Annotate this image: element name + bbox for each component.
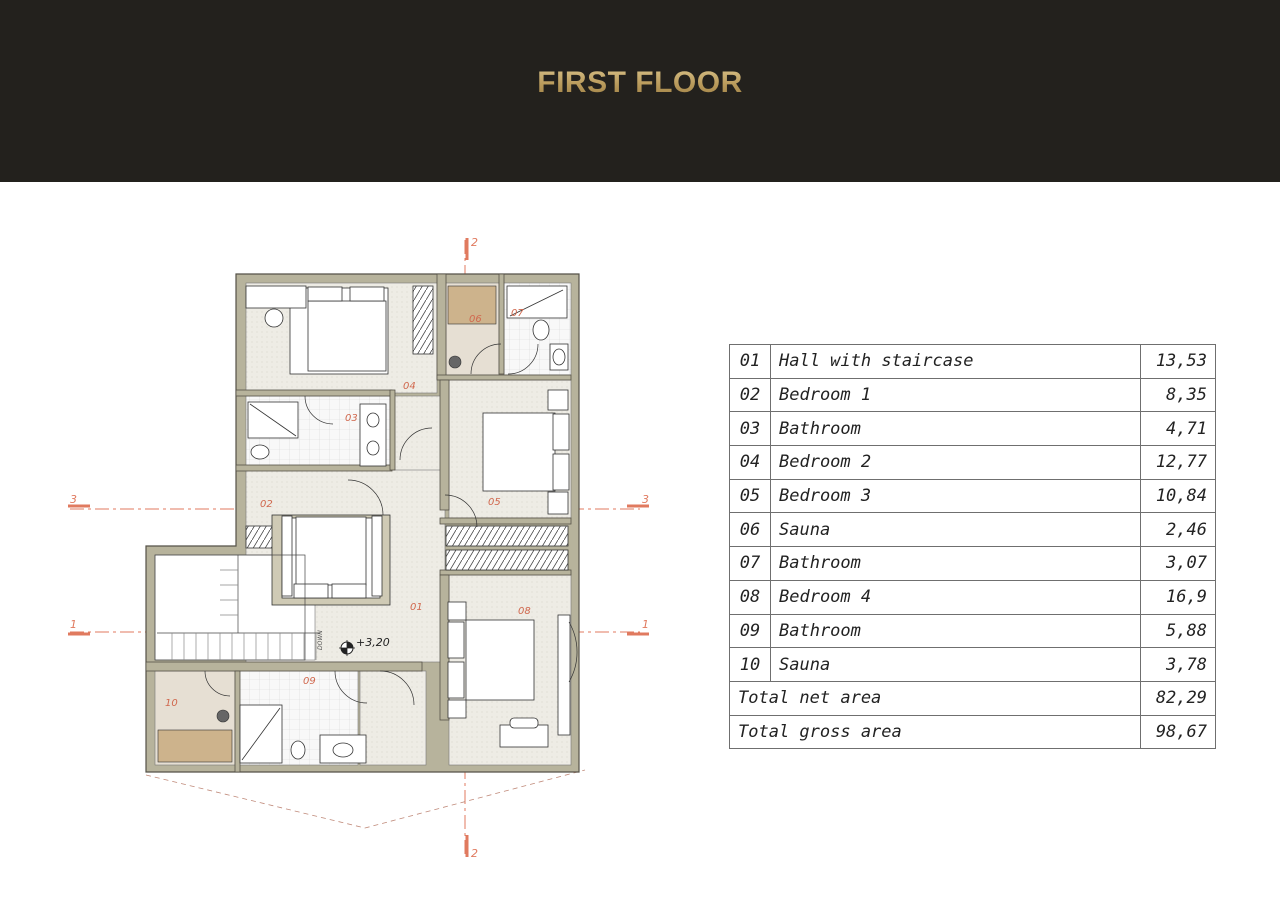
room-area: 4,71	[1140, 411, 1216, 447]
room-floors	[154, 282, 572, 766]
room-name: Sauna	[770, 647, 1141, 682]
room-area: 8,35	[1140, 377, 1216, 413]
room-number: 06	[729, 512, 771, 548]
interior-walls	[145, 273, 572, 773]
room-area: 16,9	[1140, 579, 1216, 615]
axis-label-1-right: 1	[642, 618, 649, 631]
room-number-08: 08	[518, 606, 531, 617]
room-area: 10,84	[1140, 478, 1216, 514]
sauna-room-06	[447, 285, 497, 369]
page-title: FIRST FLOOR	[537, 66, 743, 99]
door-swing-room-08	[568, 621, 578, 683]
roof-overhang-line	[145, 769, 586, 829]
room-area: 12,77	[1140, 445, 1216, 480]
room-area: 3,07	[1140, 546, 1216, 581]
room-number-01: 01	[410, 602, 423, 613]
total-label: Total gross area	[729, 714, 1141, 750]
room-number-07: 07	[511, 308, 524, 319]
room-number: 05	[729, 478, 771, 514]
sauna-room-10	[157, 709, 233, 763]
axis-label-2-bottom: 2	[471, 847, 478, 860]
level-mark-text: +3,20	[356, 636, 390, 649]
axis-label-3-left: 3	[70, 493, 77, 506]
bed-room-02	[271, 514, 391, 606]
bathroom-room-07-fixtures	[506, 285, 569, 371]
room-name: Bedroom 4	[770, 579, 1141, 615]
room-area: 13,53	[1140, 344, 1216, 379]
room-area: 2,46	[1140, 512, 1216, 548]
room-number-03: 03	[345, 413, 358, 424]
room-number-05: 05	[488, 497, 501, 508]
room-area: 5,88	[1140, 613, 1216, 649]
room-name: Sauna	[770, 512, 1141, 548]
room-number: 03	[729, 411, 771, 447]
floor-plan: 3 3 1 1 2 2	[60, 230, 660, 870]
room-name: Bedroom 2	[770, 445, 1141, 480]
total-value: 98,67	[1140, 714, 1216, 750]
room-number-09: 09	[303, 676, 316, 687]
bed-room-08	[447, 601, 571, 748]
staircase	[154, 554, 320, 661]
axis-label-3-right: 3	[642, 493, 649, 506]
room-number-10: 10	[165, 698, 178, 709]
level-marker-icon	[339, 640, 355, 656]
header-banner: FIRST FLOOR	[0, 0, 1280, 182]
bathroom-room-09-fixtures	[239, 704, 367, 764]
room-number: 07	[729, 546, 771, 581]
room-name: Bedroom 3	[770, 478, 1141, 514]
wardrobe-room-02	[245, 525, 277, 549]
room-number: 02	[729, 377, 771, 413]
stair-direction-label: DOWN	[317, 630, 324, 650]
total-label: Total net area	[729, 680, 1141, 716]
room-number-02: 02	[260, 499, 273, 510]
bed-room-04	[245, 285, 389, 375]
room-name: Hall with staircase	[770, 344, 1141, 379]
room-number: 01	[729, 344, 771, 379]
room-number: 10	[729, 647, 771, 682]
axis-markers	[68, 238, 649, 857]
room-name: Bedroom 1	[770, 377, 1141, 413]
bed-room-05	[482, 389, 570, 515]
room-number: 08	[729, 579, 771, 615]
room-name: Bathroom	[770, 411, 1141, 447]
room-number-04: 04	[403, 381, 416, 392]
room-area: 3,78	[1140, 647, 1216, 682]
wardrobe-room-05	[445, 525, 569, 547]
axis-label-1-left: 1	[70, 618, 77, 631]
wardrobe-room-04	[412, 285, 434, 355]
axis-label-2-top: 2	[471, 236, 478, 249]
room-number: 09	[729, 613, 771, 649]
room-number: 04	[729, 445, 771, 480]
room-number-06: 06	[469, 314, 482, 325]
wardrobe-room-08	[445, 549, 569, 571]
door-swings	[204, 343, 539, 706]
floor-plan-drawing: 3 3 1 1 2 2	[68, 236, 649, 860]
total-value: 82,29	[1140, 680, 1216, 716]
room-name: Bathroom	[770, 546, 1141, 581]
room-name: Bathroom	[770, 613, 1141, 649]
bathroom-room-03-fixtures	[247, 401, 387, 467]
